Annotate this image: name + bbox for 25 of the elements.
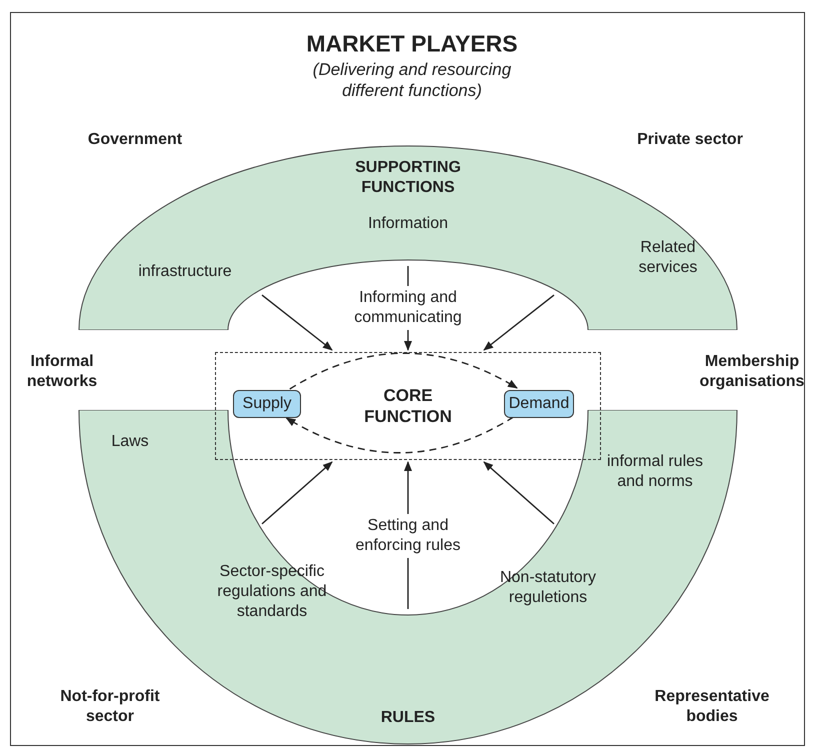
- section-heading: SUPPORTING FUNCTIONS: [354, 158, 462, 198]
- core-function-text: CORE FUNCTION: [363, 384, 453, 428]
- function-text: Related services: [638, 238, 698, 278]
- function-text: Information: [366, 214, 450, 234]
- player-label: Not-for-profit sector: [59, 687, 161, 727]
- player-label: Representative bodies: [654, 687, 770, 727]
- subtitle: (Delivering and resourcing different functions): [312, 58, 512, 102]
- rule-text: Laws: [110, 432, 150, 452]
- player-label: Membership organisations: [698, 352, 806, 392]
- player-label: Informal networks: [26, 352, 98, 392]
- arrow: [483, 461, 554, 524]
- diagram-title: MARKET PLAYERS: [305, 30, 519, 58]
- actor-box: Demand: [504, 390, 574, 418]
- section-heading: RULES: [380, 708, 436, 728]
- function-text: infrastructure: [137, 262, 233, 282]
- arrow: [262, 461, 333, 524]
- actor-box: Supply: [233, 390, 301, 418]
- player-label: Private sector: [636, 130, 744, 150]
- dashed-frame: [215, 352, 601, 460]
- arrow: [262, 294, 333, 351]
- rule-text: informal rules and norms: [606, 452, 704, 492]
- arrow: [286, 416, 514, 454]
- player-label: Government: [86, 130, 184, 150]
- arrow: [289, 352, 518, 390]
- arrow: [483, 294, 554, 351]
